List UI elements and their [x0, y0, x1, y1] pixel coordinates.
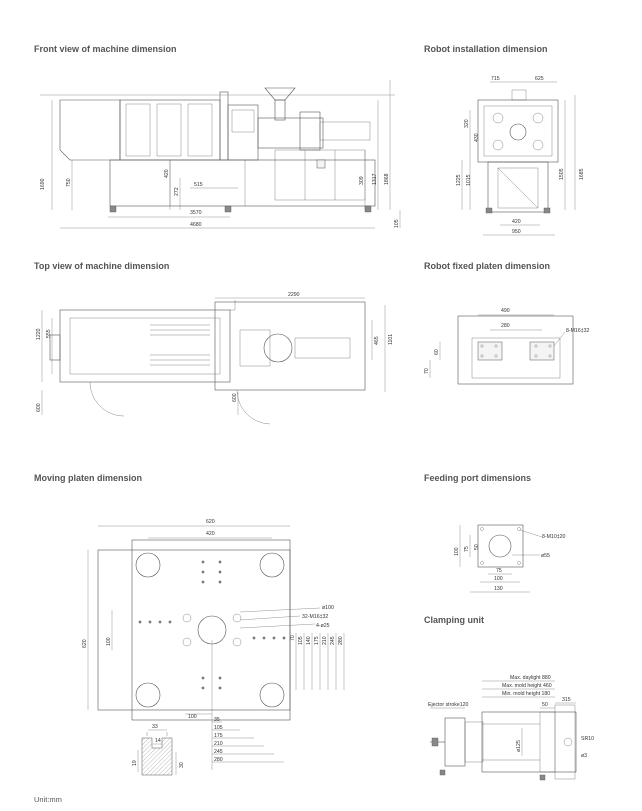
title-robot-fixed-platen: Robot fixed platen dimension — [424, 261, 551, 271]
front-dim-515: 515 — [194, 182, 203, 188]
front-dim-309: 309 — [359, 176, 365, 185]
top-view-heat-pattern — [150, 324, 210, 366]
moving-hdim-210: 210 — [214, 741, 223, 747]
clamp-dia-125: ø125 — [516, 740, 522, 752]
clamping-unit-drawing: Max. daylight 880 Max. mold height 460 M… — [428, 675, 594, 781]
tslot-dim-19: 19 — [132, 760, 138, 766]
clamp-min-mold-height: Min. mold height 180 — [502, 691, 550, 697]
moving-hdim-175: 175 — [214, 733, 223, 739]
front-dim-4680: 4680 — [190, 222, 202, 228]
feeding-dim-75-h: 75 — [496, 568, 502, 574]
clamp-ejector-stroke: Ejector stroke120 — [428, 702, 468, 708]
clamp-phi3: ø3 — [581, 753, 587, 759]
clamp-dim-50: 50 — [542, 702, 548, 708]
moving-hdim-280: 280 — [214, 757, 223, 763]
feeding-dim-100-v: 100 — [454, 547, 460, 556]
robot-dim-715: 715 — [491, 76, 500, 82]
robot-dim-430: 430 — [474, 133, 480, 142]
moving-vdim-175: 175 — [314, 636, 320, 645]
clamp-max-mold-height: Max. mold height 460 — [502, 683, 552, 689]
front-dim-420: 420 — [164, 169, 170, 178]
moving-vdim-140: 140 — [306, 636, 312, 645]
top-view-drawing: 2290 1220 555 465 1101 600 600 — [36, 292, 394, 425]
top-dim-465: 465 — [374, 336, 380, 345]
feeding-port-drawing: 100 75 50 75 100 130 8-M10‡20 ø55 — [454, 524, 565, 593]
robot-dim-320: 320 — [464, 119, 470, 128]
title-top-view: Top view of machine dimension — [34, 261, 170, 271]
front-dim-1690: 1690 — [40, 178, 46, 190]
moving-vdim-105: 105 — [298, 636, 304, 645]
clamp-dim-315: 315 — [562, 697, 571, 703]
moving-dim-100-left: 100 — [106, 637, 112, 646]
top-dim-1220: 1220 — [36, 328, 42, 340]
moving-hdim-245: 245 — [214, 749, 223, 755]
robot-dim-1015: 1015 — [466, 174, 472, 186]
moving-dim-620-left: 620 — [82, 639, 88, 648]
robot-fixed-platen-drawing: 490 280 60 70 8-M16‡32 — [424, 308, 589, 385]
tslot-dim-30: 30 — [179, 762, 185, 768]
fixed-dim-490: 490 — [501, 308, 510, 314]
feeding-dim-50: 50 — [474, 544, 480, 550]
moving-dim-100-bottom: 100 — [188, 714, 197, 720]
moving-dim-420-top: 420 — [206, 531, 215, 537]
title-front-view: Front view of machine dimension — [34, 44, 177, 54]
unit-note: Unit:mm — [34, 795, 62, 804]
feeding-dim-130: 130 — [494, 586, 503, 592]
title-clamping-unit: Clamping unit — [424, 615, 484, 625]
moving-platen-drawing: 620 420 620 100 ø100 32-M16‡32 4-ø25 100… — [82, 519, 345, 776]
moving-dia-100: ø100 — [322, 605, 334, 611]
robot-dim-950: 950 — [512, 229, 521, 235]
feeding-dia-55: ø55 — [541, 553, 550, 559]
front-dim-1868: 1868 — [384, 173, 390, 185]
moving-screw-spec: 32-M16‡32 — [302, 614, 328, 620]
robot-dim-1505: 1505 — [559, 168, 565, 180]
tslot-detail: 33 14 19 30 — [132, 724, 185, 776]
feeding-dim-100-h: 100 — [494, 576, 503, 582]
top-dim-555: 555 — [46, 329, 52, 338]
title-robot-installation: Robot installation dimension — [424, 44, 548, 54]
fixed-screw-spec: 8-M16‡32 — [566, 328, 589, 334]
title-moving-platen: Moving platen dimension — [34, 473, 143, 483]
top-dim-2290: 2290 — [288, 292, 300, 298]
clamp-sr10: SR10 — [581, 736, 594, 742]
moving-hdim-105: 105 — [214, 725, 223, 731]
moving-vdim-70: 70 — [290, 635, 296, 641]
front-dim-272: 272 — [174, 187, 180, 196]
robot-dim-625: 625 — [535, 76, 544, 82]
robot-dim-1685: 1685 — [579, 168, 585, 180]
moving-vertical-dims: 70 105 140 175 210 245 280 — [290, 633, 345, 690]
tslot-dim-14: 14 — [155, 738, 161, 744]
feeding-screw-spec: 8-M10‡20 — [542, 534, 565, 540]
feeding-dim-75-v: 75 — [464, 546, 470, 552]
tslot-dim-33: 33 — [152, 724, 158, 730]
robot-dim-420: 420 — [512, 219, 521, 225]
moving-dim-620-top: 620 — [206, 519, 215, 525]
moving-vdim-210: 210 — [322, 636, 328, 645]
robot-dim-1225: 1225 — [456, 174, 462, 186]
front-dim-750: 750 — [66, 178, 72, 187]
front-view-drawing: 3570 4680 1690 750 420 272 515 309 1317 … — [40, 80, 401, 229]
fixed-dim-60: 60 — [434, 349, 440, 355]
top-dim-600-right: 600 — [232, 393, 238, 402]
front-dim-3570: 3570 — [190, 210, 202, 216]
title-feeding-port: Feeding port dimensions — [424, 473, 532, 483]
front-dim-105: 105 — [394, 219, 400, 228]
fixed-dim-70: 70 — [424, 368, 430, 374]
clamp-max-daylight: Max. daylight 880 — [510, 675, 551, 681]
moving-vdim-280: 280 — [338, 636, 344, 645]
moving-hdim-35: 35 — [214, 717, 220, 723]
moving-vdim-245: 245 — [330, 636, 336, 645]
front-dim-1317: 1317 — [372, 173, 378, 185]
fixed-dim-280: 280 — [501, 323, 510, 329]
moving-platen-hole-pattern — [138, 560, 286, 690]
top-dim-1101: 1101 — [388, 334, 394, 345]
moving-hole-spec: 4-ø25 — [316, 623, 330, 629]
moving-horizontal-dims: 35 105 175 210 245 280 — [211, 640, 284, 770]
robot-installation-drawing: 715 625 320 430 1225 1015 1505 1685 420 … — [456, 76, 585, 236]
top-dim-600-left: 600 — [36, 403, 42, 412]
